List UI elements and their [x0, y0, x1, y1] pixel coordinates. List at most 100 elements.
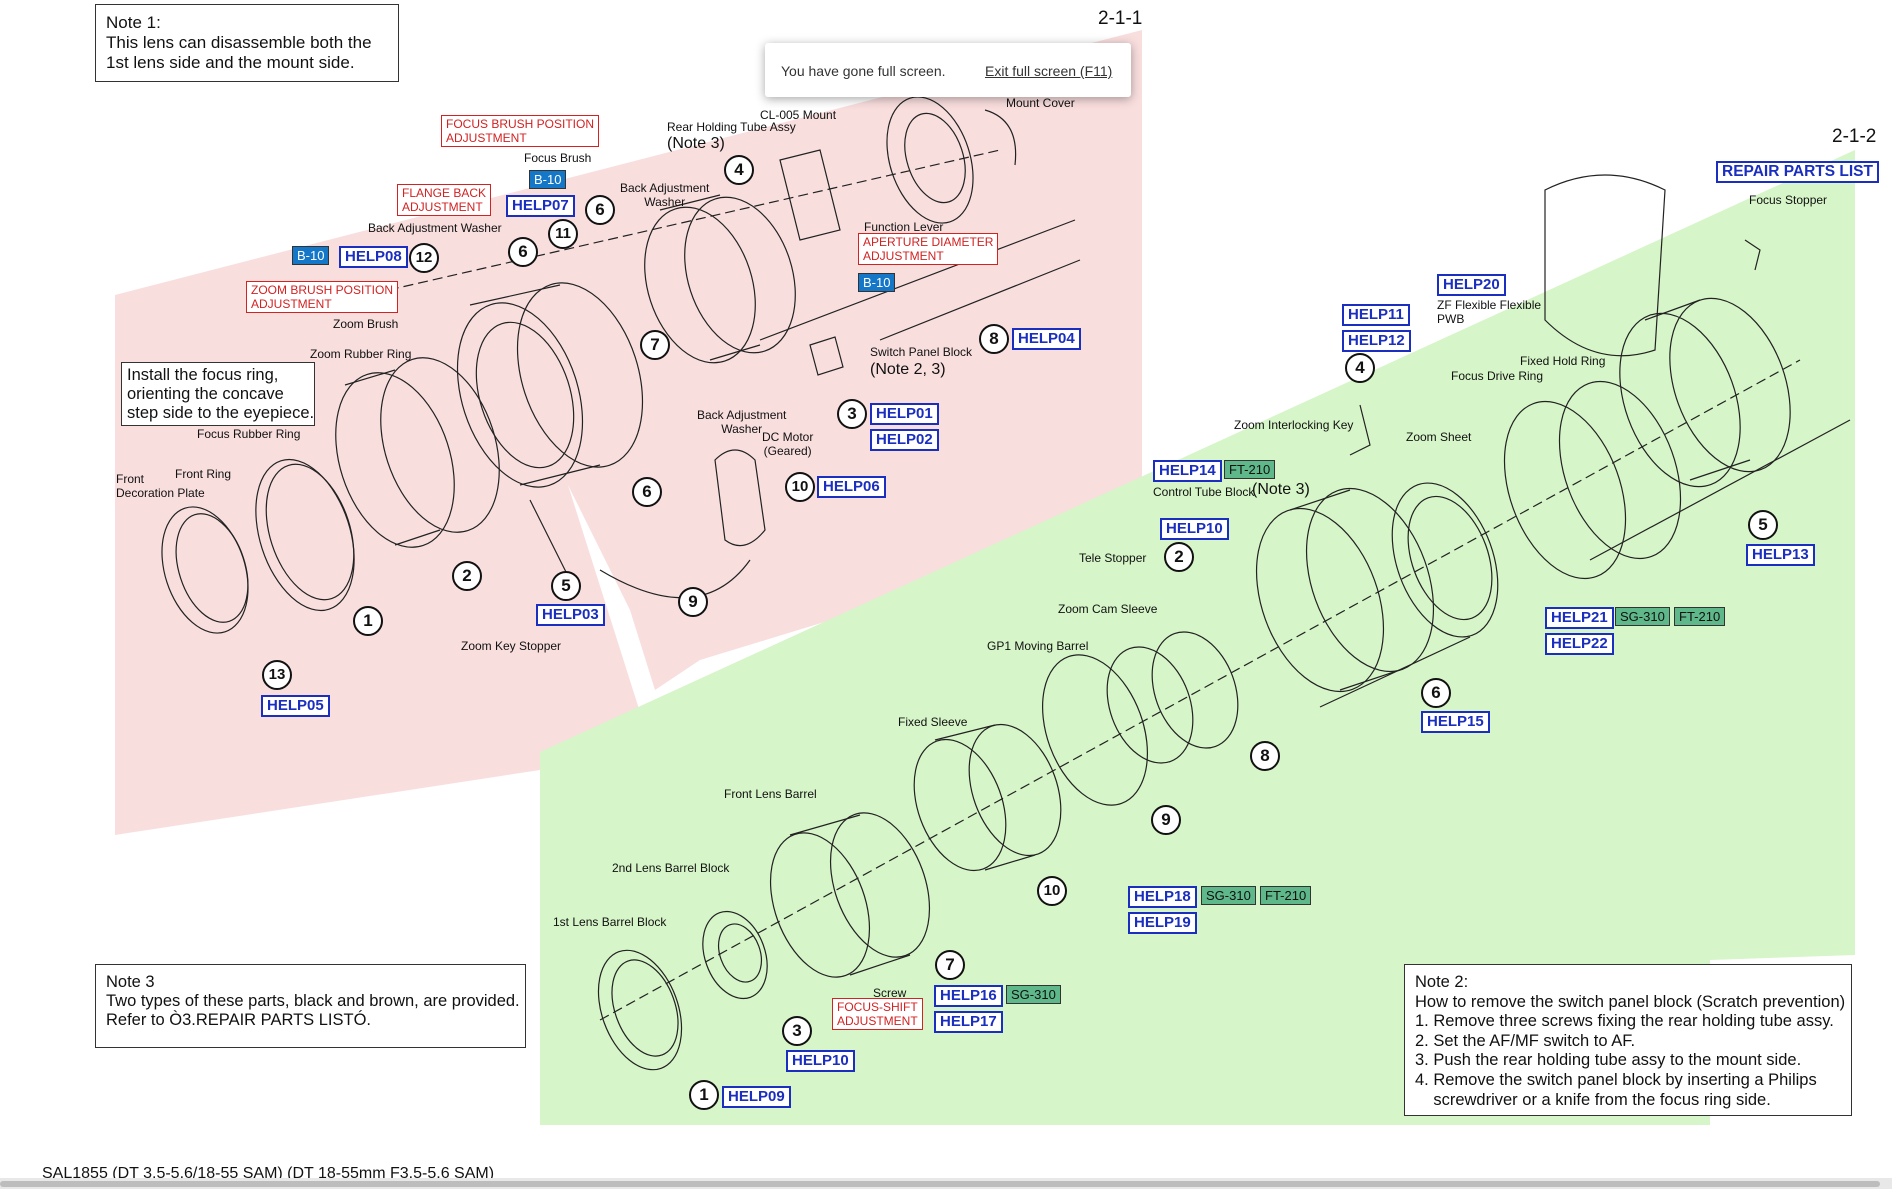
note2-line: 3. Push the rear holding tube assy to th…	[1415, 1051, 1802, 1070]
part-number-9: 9	[1151, 805, 1181, 835]
part-number-8: 8	[979, 324, 1009, 354]
help16-button[interactable]: HELP16	[934, 985, 1003, 1007]
note2-line: Note 2:	[1415, 973, 1469, 991]
zoom-sheet-label: Zoom Sheet	[1406, 430, 1472, 444]
help19-button[interactable]: HELP19	[1128, 912, 1197, 934]
help07-button[interactable]: HELP07	[506, 195, 575, 217]
control-tube-block-label: Control Tube Block	[1153, 485, 1255, 499]
help15-button[interactable]: HELP15	[1421, 711, 1490, 733]
fixed-sleeve-label: Fixed Sleeve	[898, 715, 968, 729]
scrollbar-thumb[interactable]	[0, 1181, 1880, 1187]
note3-box: Note 3 Two types of these parts, black a…	[95, 964, 526, 1048]
help05-button[interactable]: HELP05	[261, 695, 330, 717]
part-number-4: 4	[724, 155, 754, 185]
adj-line: FLANGE BACK	[402, 186, 487, 200]
part-number-6: 6	[508, 237, 538, 267]
focus-stopper-label: Focus Stopper	[1749, 193, 1828, 207]
help08-button[interactable]: HELP08	[339, 246, 408, 268]
horizontal-scrollbar[interactable]	[0, 1178, 1892, 1189]
help09-button[interactable]: HELP09	[722, 1086, 791, 1108]
tele-stopper-label: Tele Stopper	[1079, 551, 1147, 565]
part-number-7: 7	[640, 330, 670, 360]
label-line: DC Motor	[762, 430, 814, 444]
note2-line: 1. Remove three screws fixing the rear h…	[1415, 1012, 1834, 1031]
part-number-12: 12	[409, 243, 439, 273]
part-number-4: 4	[1345, 353, 1375, 383]
zf-flexible-pwb-label: ZF Flexible Flexible PWB	[1437, 298, 1541, 326]
part-number-10: 10	[785, 472, 815, 502]
label-line: PWB	[1437, 312, 1465, 326]
help01-button[interactable]: HELP01	[870, 403, 939, 425]
help06-button[interactable]: HELP06	[817, 476, 886, 498]
help10-button[interactable]: HELP10	[786, 1050, 855, 1072]
screw-label: Screw	[873, 986, 907, 1000]
note2-line: How to remove the switch panel block (Sc…	[1415, 992, 1846, 1011]
label-line: Decoration Plate	[116, 486, 205, 500]
function-lever-label: Function Lever	[864, 220, 944, 234]
part-number-1: 1	[689, 1080, 719, 1110]
mount-cover-label: Mount Cover	[1006, 96, 1075, 110]
b10-tag: B-10	[858, 273, 896, 292]
help13-button[interactable]: HELP13	[1746, 544, 1815, 566]
zoom-key-stopper-label: Zoom Key Stopper	[461, 639, 562, 653]
install-note-line: Install the focus ring,	[127, 366, 279, 384]
help03-button[interactable]: HELP03	[536, 604, 605, 626]
note2-line: 2. Set the AF/MF switch to AF.	[1415, 1031, 1636, 1050]
part-number-2: 2	[1164, 542, 1194, 572]
rear-holding-tube-label: Rear Holding Tube Assy	[667, 120, 796, 134]
label-line: Back Adjustment	[697, 408, 787, 422]
label-line: Washer	[644, 195, 686, 209]
front-lens-barrel-label: Front Lens Barrel	[724, 787, 817, 801]
help17-button[interactable]: HELP17	[934, 1011, 1003, 1033]
ft210-tag: FT-210	[1224, 460, 1276, 479]
adj-line: FOCUS BRUSH POSITION	[446, 117, 595, 131]
help22-button[interactable]: HELP22	[1545, 633, 1614, 655]
aperture-adjustment-box[interactable]: APERTURE DIAMETER ADJUSTMENT	[858, 233, 999, 265]
flange-back-adjustment-box[interactable]: FLANGE BACK ADJUSTMENT	[397, 184, 492, 216]
zoom-rubber-ring-label: Zoom Rubber Ring	[310, 347, 412, 361]
part-number-10: 10	[1037, 876, 1067, 906]
help02-button[interactable]: HELP02	[870, 429, 939, 451]
part-number-3: 3	[782, 1016, 812, 1046]
help12-button[interactable]: HELP12	[1342, 330, 1411, 352]
section-id-right: 2-1-2	[1832, 126, 1877, 147]
part-number-1: 1	[353, 606, 383, 636]
help04-button[interactable]: HELP04	[1012, 328, 1081, 350]
note1-line: Note 1:	[106, 13, 161, 32]
note1-box: Note 1: This lens can disassemble both t…	[95, 4, 399, 82]
part-number-7: 7	[935, 950, 965, 980]
first-lens-barrel-label: 1st Lens Barrel Block	[553, 915, 667, 929]
part-number-9: 9	[678, 587, 708, 617]
repair-parts-list-link[interactable]: REPAIR PARTS LIST	[1716, 161, 1879, 183]
help21-button[interactable]: HELP21	[1545, 607, 1614, 629]
help14-button[interactable]: HELP14	[1153, 460, 1222, 482]
adj-line: ADJUSTMENT	[402, 200, 483, 214]
part-number-5: 5	[1748, 510, 1778, 540]
help11-button[interactable]: HELP11	[1342, 304, 1410, 326]
note3-line: Note 3	[106, 973, 155, 991]
switch-panel-block-label: Switch Panel Block	[870, 345, 973, 359]
focus-brush-adjustment-box[interactable]: FOCUS BRUSH POSITION ADJUSTMENT	[441, 115, 600, 147]
note3-ref-label: (Note 3)	[667, 135, 725, 152]
zoom-brush-adjustment-box[interactable]: ZOOM BRUSH POSITION ADJUSTMENT	[246, 281, 399, 313]
help20-button[interactable]: HELP20	[1437, 274, 1506, 296]
exit-fullscreen-link[interactable]: Exit full screen (F11)	[985, 63, 1113, 79]
help10-button[interactable]: HELP10	[1160, 518, 1229, 540]
part-number-6: 6	[1421, 678, 1451, 708]
label-line: (Geared)	[763, 444, 812, 458]
adj-line: ADJUSTMENT	[446, 131, 527, 145]
b10-tag: B-10	[529, 170, 567, 189]
section-id-left: 2-1-1	[1098, 8, 1143, 29]
part-number-5: 5	[551, 571, 581, 601]
note1-line: 1st lens side and the mount side.	[106, 53, 355, 72]
sg310-tag: SG-310	[1615, 607, 1670, 626]
adj-line: ADJUSTMENT	[837, 1014, 918, 1028]
focus-shift-adjustment-box[interactable]: FOCUS-SHIFT ADJUSTMENT	[832, 998, 923, 1030]
note2-line: 4. Remove the switch panel block by inse…	[1415, 1070, 1817, 1089]
install-note-line: orienting the concave	[127, 385, 284, 403]
note2-line: screwdriver or a knife from the focus ri…	[1415, 1090, 1771, 1109]
help18-button[interactable]: HELP18	[1128, 886, 1197, 908]
sg310-tag: SG-310	[1201, 886, 1256, 905]
label-line: Front	[116, 472, 145, 486]
focus-brush-label: Focus Brush	[524, 151, 592, 165]
